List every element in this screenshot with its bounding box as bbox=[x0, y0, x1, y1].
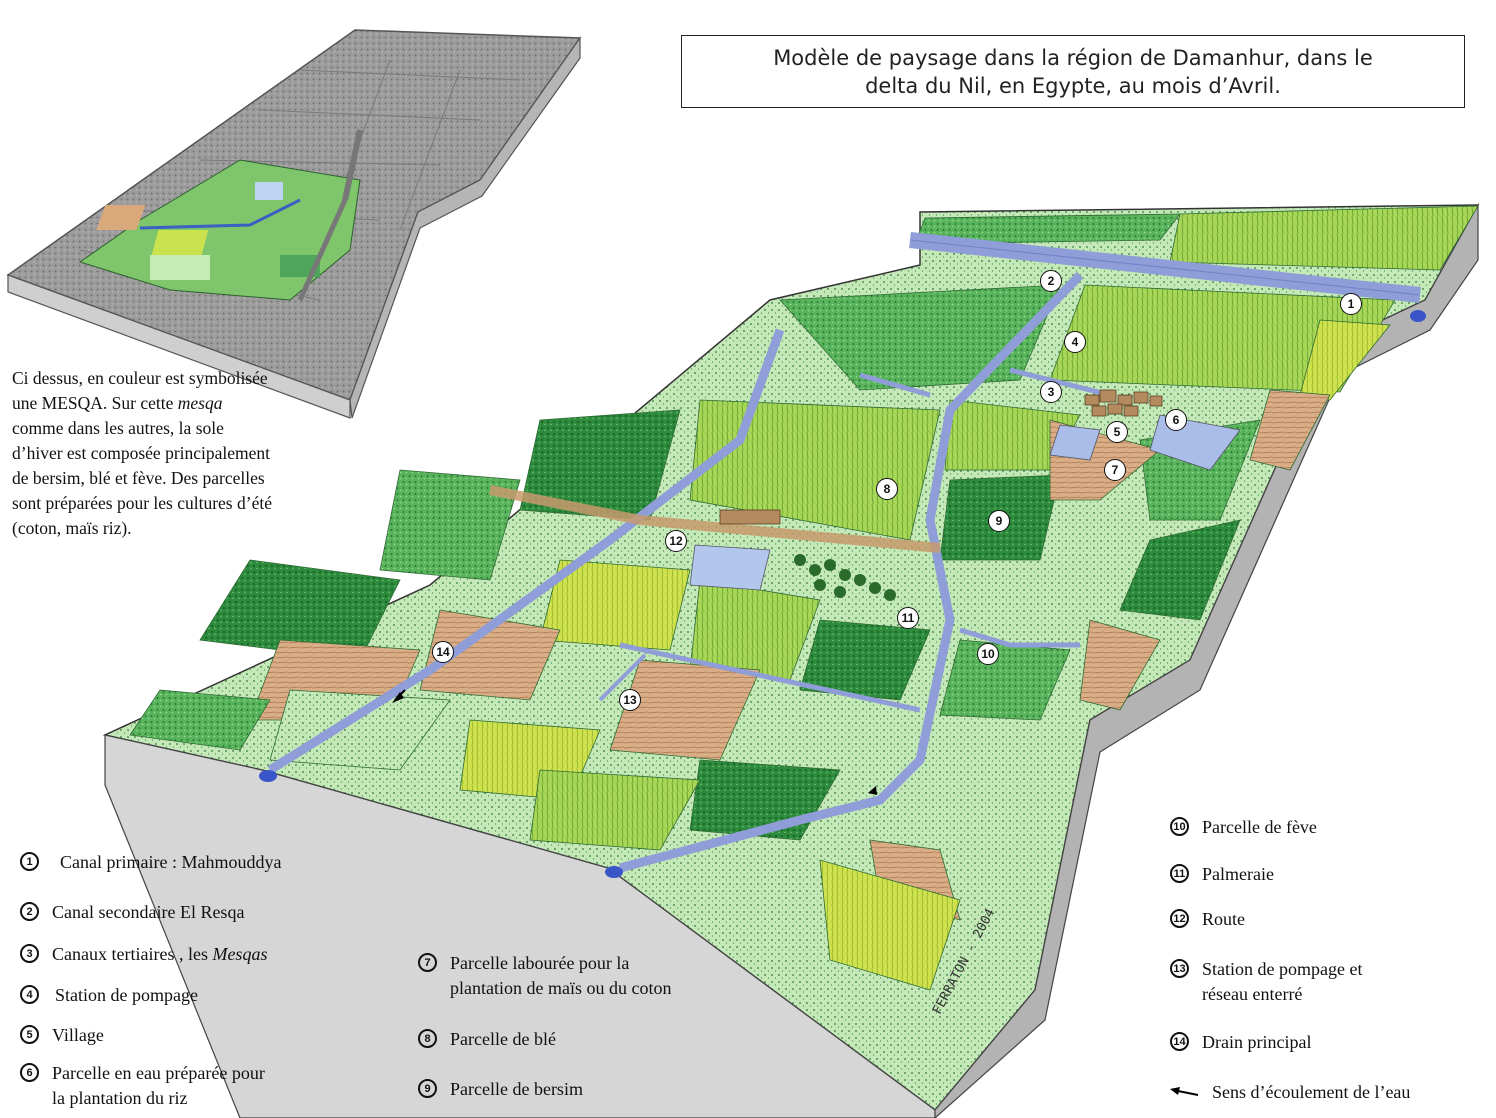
map-marker-6: 6 bbox=[1165, 409, 1187, 431]
title-line-1: Modèle de paysage dans la région de Dama… bbox=[773, 45, 1373, 70]
map-marker-4: 4 bbox=[1064, 331, 1086, 353]
overview-block-illustration bbox=[6, 29, 582, 419]
diagram-title: Modèle de paysage dans la région de Dama… bbox=[681, 35, 1465, 108]
map-marker-9: 9 bbox=[988, 510, 1010, 532]
map-marker-5: 5 bbox=[1106, 421, 1128, 443]
map-marker-3: 3 bbox=[1040, 381, 1062, 403]
map-marker-11: 11 bbox=[897, 607, 919, 629]
map-marker-13: 13 bbox=[619, 689, 641, 711]
legend-flow-direction: Sens d’écoulement de l’eau bbox=[1170, 1080, 1410, 1105]
map-marker-14: 14 bbox=[432, 641, 454, 663]
road bbox=[489, 485, 941, 553]
main-drain bbox=[267, 328, 785, 774]
palm-grove bbox=[794, 554, 896, 601]
intro-paragraph: Ci dessus, en couleur est symbolisée une… bbox=[12, 368, 272, 538]
map-marker-10: 10 bbox=[977, 643, 999, 665]
map-marker-1: 1 bbox=[1340, 293, 1362, 315]
secondary-canal bbox=[618, 271, 1084, 873]
village bbox=[719, 389, 1163, 525]
flow-arrow-icon bbox=[1170, 1087, 1199, 1096]
map-marker-2: 2 bbox=[1040, 270, 1062, 292]
map-marker-12: 12 bbox=[665, 530, 687, 552]
tertiary-canal bbox=[959, 627, 1080, 648]
map-marker-8: 8 bbox=[876, 478, 898, 500]
map-marker-7: 7 bbox=[1104, 459, 1126, 481]
title-line-2: delta du Nil, en Egypte, au mois d’Avril… bbox=[865, 73, 1281, 98]
overview-side bbox=[7, 274, 351, 419]
